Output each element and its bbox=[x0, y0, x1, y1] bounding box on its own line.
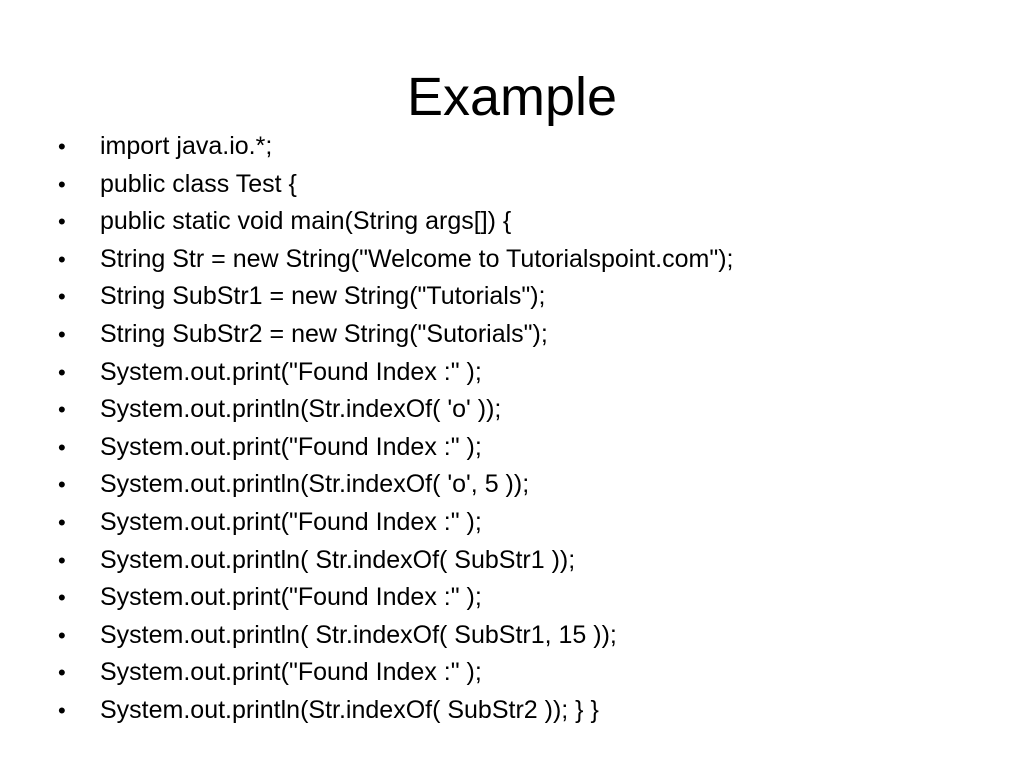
bullet-text: public static void main(String args[]) { bbox=[100, 207, 512, 236]
bullet-icon: • bbox=[58, 585, 66, 611]
bullet-text: String Str = new String("Welcome to Tuto… bbox=[100, 244, 734, 273]
bullet-item: • public class Test { bbox=[58, 166, 1008, 204]
bullet-icon: • bbox=[58, 697, 66, 723]
bullet-text: System.out.print("Found Index :" ); bbox=[100, 357, 482, 386]
bullet-icon: • bbox=[58, 284, 66, 310]
bullet-item: • System.out.print("Found Index :" ); bbox=[58, 579, 1008, 617]
bullet-text: System.out.println( Str.indexOf( SubStr1… bbox=[100, 545, 576, 574]
bullet-icon: • bbox=[58, 134, 66, 159]
bullet-icon: • bbox=[58, 509, 66, 535]
bullet-icon: • bbox=[58, 209, 66, 235]
bullet-icon: • bbox=[58, 472, 66, 498]
bullet-item: • System.out.print("Found Index :" ); bbox=[58, 504, 1008, 542]
bullet-icon: • bbox=[58, 321, 66, 347]
bullet-text: System.out.println(Str.indexOf( SubStr2 … bbox=[100, 695, 599, 724]
bullet-item: • System.out.println( Str.indexOf( SubStr… bbox=[58, 617, 1008, 655]
bullet-text: System.out.print("Found Index :" ); bbox=[100, 507, 482, 536]
bullet-icon: • bbox=[58, 547, 66, 573]
bullet-list: •import java.io.*; •public class Test { … bbox=[58, 128, 1008, 730]
bullet-text: System.out.println( Str.indexOf( SubStr1… bbox=[100, 620, 617, 649]
bullet-text: public class Test { bbox=[100, 169, 297, 198]
bullet-text: System.out.print("Found Index :" ); bbox=[100, 432, 482, 461]
bullet-item: • System.out.print("Found Index :" ); bbox=[58, 354, 1008, 392]
bullet-item: • System.out.print("Found Index :" ); bbox=[58, 654, 1008, 692]
bullet-text: System.out.println(Str.indexOf( 'o' )); bbox=[100, 395, 502, 424]
bullet-text: import java.io.*; bbox=[100, 132, 273, 160]
bullet-item: • String SubStr2 = new String("Sutorials"… bbox=[58, 316, 1008, 354]
bullet-text: String SubStr1 = new String("Tutorials")… bbox=[100, 282, 546, 311]
bullet-item: • System.out.println( Str.indexOf( SubStr… bbox=[58, 542, 1008, 580]
bullet-item: • String Str = new String("Welcome to Tut… bbox=[58, 241, 1008, 279]
bullet-item: • String SubStr1 = new String("Tutorials"… bbox=[58, 278, 1008, 316]
bullet-item: • System.out.println(Str.indexOf( SubStr2… bbox=[58, 692, 1008, 730]
bullet-icon: • bbox=[58, 434, 66, 460]
bullet-text: System.out.println(Str.indexOf( 'o', 5 )… bbox=[100, 470, 530, 499]
bullet-icon: • bbox=[58, 622, 66, 648]
bullet-text: System.out.print("Found Index :" ); bbox=[100, 658, 482, 687]
bullet-icon: • bbox=[58, 359, 66, 385]
bullet-item: • System.out.println(Str.indexOf( 'o' )); bbox=[58, 391, 1008, 429]
bullet-item: • import java.io.*; bbox=[58, 128, 1008, 166]
bullet-text: System.out.print("Found Index :" ); bbox=[100, 583, 482, 612]
bullet-icon: • bbox=[58, 171, 66, 197]
bullet-icon: • bbox=[58, 397, 66, 423]
bullet-item: • System.out.println(Str.indexOf( 'o', 5 … bbox=[58, 466, 1008, 504]
bullet-item: • System.out.print("Found Index :" ); bbox=[58, 429, 1008, 467]
bullet-icon: • bbox=[58, 660, 66, 686]
bullet-icon: • bbox=[58, 246, 66, 272]
bullet-text: String SubStr2 = new String("Sutorials")… bbox=[100, 319, 548, 348]
slide-title: Example bbox=[406, 67, 618, 127]
bullet-item: • public static void main(String args[]) … bbox=[58, 203, 1008, 241]
